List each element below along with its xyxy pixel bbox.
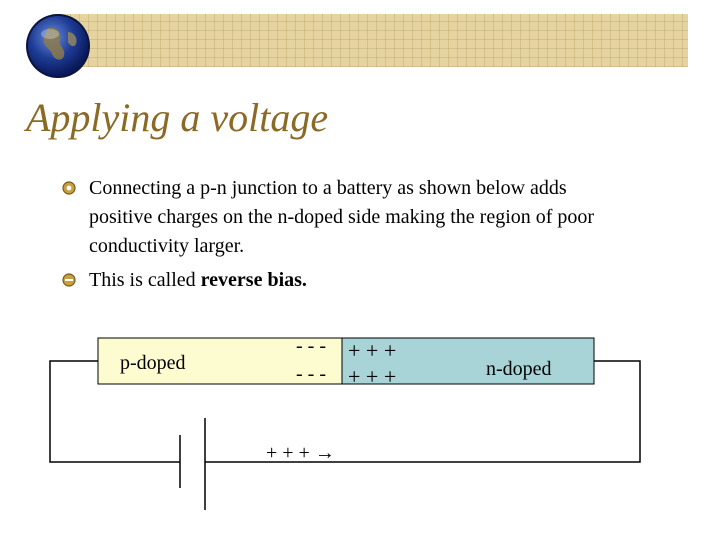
bullet-item: This is called reverse bias. xyxy=(89,266,629,295)
globe-icon xyxy=(26,14,90,78)
header-banner xyxy=(52,14,688,67)
negative-charges: - - - xyxy=(296,335,326,357)
bullet-text: This is called xyxy=(89,269,201,291)
positive-charges: + + + xyxy=(348,338,396,363)
positive-charges: + + + xyxy=(348,364,396,389)
n-region-label: n-doped xyxy=(486,358,552,380)
circuit-wire-right xyxy=(205,360,641,463)
slide-title: Applying a voltage xyxy=(26,95,329,140)
current-direction-label: + + + → xyxy=(266,442,335,464)
bullet-icon xyxy=(62,273,76,287)
bullet-item: Connecting a p-n junction to a battery a… xyxy=(89,174,629,261)
p-region-label: p-doped xyxy=(120,352,186,374)
negative-charges: - - - xyxy=(296,363,326,385)
n-doped-region xyxy=(341,337,595,385)
bullet-text-bold: reverse bias. xyxy=(200,269,307,291)
circuit-wire-left xyxy=(49,360,180,463)
bullet-icon xyxy=(62,181,76,195)
bullet-text: Connecting a p-n junction to a battery a… xyxy=(89,177,595,257)
